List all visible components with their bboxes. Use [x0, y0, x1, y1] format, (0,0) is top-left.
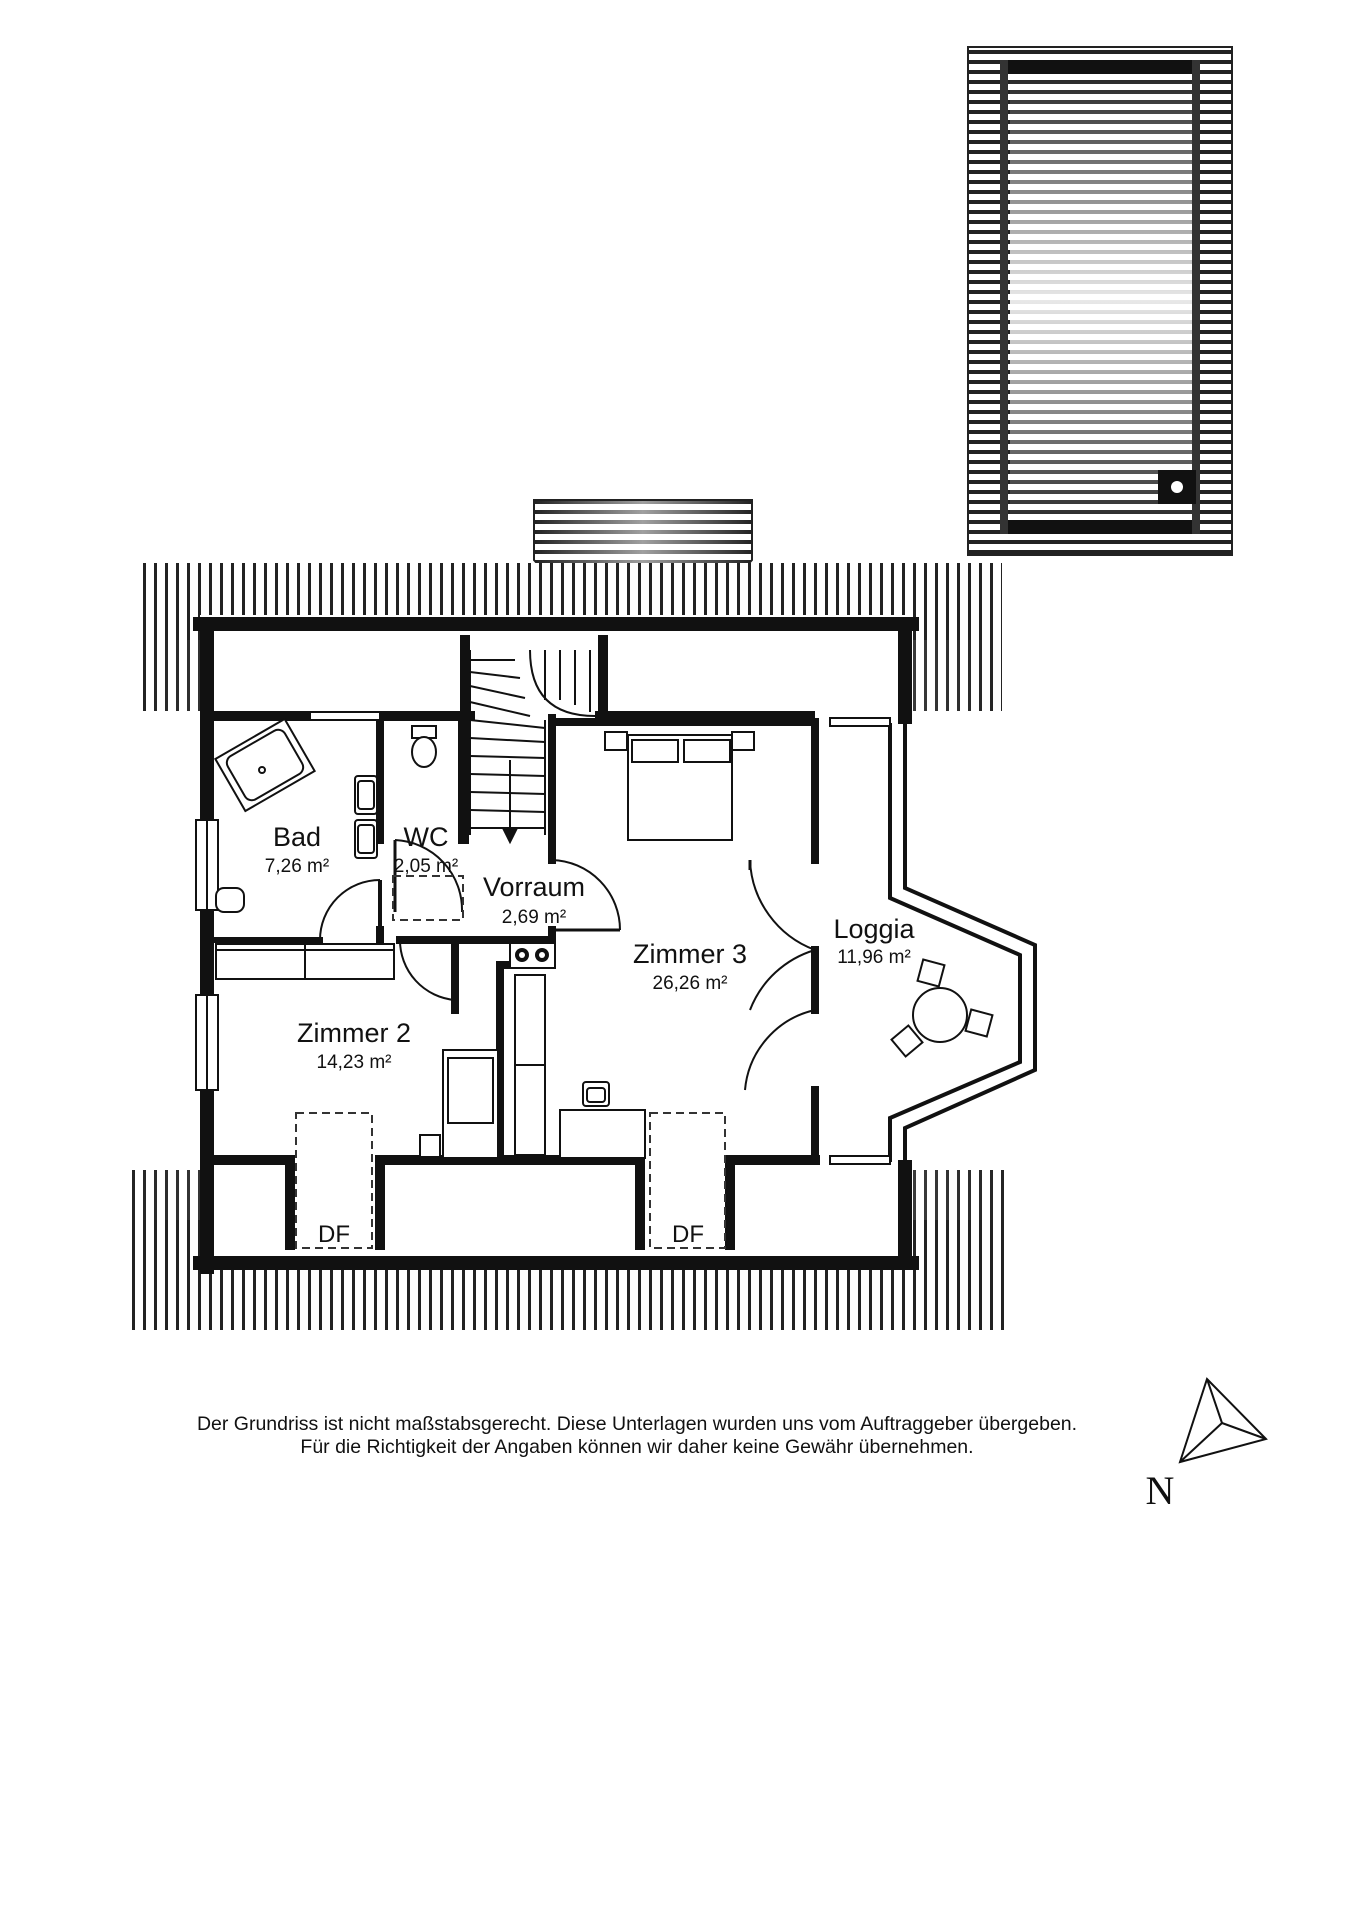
- wardrobe: [215, 943, 395, 980]
- sinks: [354, 775, 378, 859]
- bathtub: [213, 717, 317, 813]
- bad-label: Bad: [273, 822, 321, 852]
- desk-zimmer3: [559, 1081, 646, 1159]
- dormer-label-right: DF: [672, 1221, 704, 1248]
- zimmer2-label: Zimmer 2: [297, 1018, 411, 1048]
- wc-area: 2,05 m²: [394, 856, 458, 877]
- disclaimer-line-1: Der Grundriss ist nicht maßstabsgerecht.…: [196, 1413, 1078, 1435]
- desk-zimmer2: [419, 1049, 499, 1159]
- compass-label: N: [1146, 1468, 1175, 1513]
- cooktop: [509, 942, 556, 969]
- roof-top-right: [967, 46, 1233, 556]
- walls: [193, 617, 1037, 1274]
- vorraum-area: 2,69 m²: [502, 907, 566, 928]
- toilet: [411, 725, 437, 768]
- dashed-outlines: [295, 875, 726, 1249]
- windows: [195, 711, 891, 1165]
- vorraum-label: Vorraum: [483, 872, 585, 902]
- zimmer3-label: Zimmer 3: [633, 939, 747, 969]
- zimmer2-area: 14,23 m²: [317, 1052, 392, 1073]
- bed: [604, 731, 755, 841]
- loggia-area: 11,96 m²: [837, 947, 911, 968]
- loggia-label: Loggia: [833, 914, 915, 944]
- zimmer3-area: 26,26 m²: [653, 973, 728, 994]
- north-arrow-icon: [1178, 1377, 1268, 1464]
- dormer-label-left: DF: [318, 1221, 350, 1248]
- staircase: [469, 649, 596, 845]
- kitchen-counter: [514, 974, 546, 1156]
- wc-label: WC: [404, 822, 449, 852]
- shower-tray: [215, 887, 245, 913]
- loggia-table: [890, 958, 994, 1058]
- disclaimer-line-2: Für die Richtigkeit der Angaben können w…: [300, 1436, 974, 1458]
- disclaimer: Der Grundriss ist nicht maßstabsgerecht.…: [0, 1413, 1274, 1459]
- bad-area: 7,26 m²: [265, 856, 329, 877]
